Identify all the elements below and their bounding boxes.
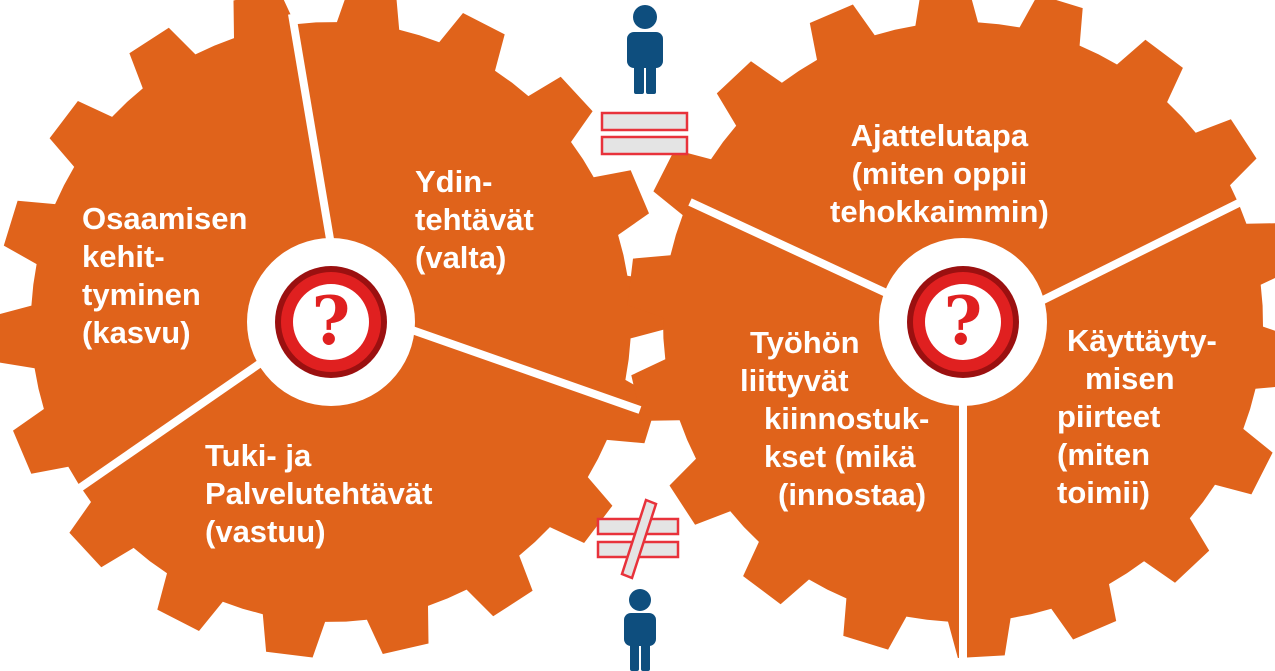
- person-icon: [627, 5, 663, 94]
- right-segment-kayttaytyminen: Käyttäyty- misen piirteet (miten toimii): [1057, 322, 1217, 512]
- right-gear-divider: [688, 198, 897, 301]
- left-gear-divider: [52, 358, 265, 509]
- segment-line: toimii): [1057, 475, 1150, 510]
- segment-line: (vastuu): [205, 514, 326, 549]
- segment-line: Osaamisen: [82, 201, 248, 236]
- right-segment-tyohon: Työhön liittyvät kiinnostuk- kset (mikä …: [740, 324, 929, 514]
- right-segment-ajattelutapa: Ajattelutapa (miten oppii tehokkaimmin): [830, 117, 1049, 231]
- segment-line: piirteet: [1057, 399, 1161, 434]
- question-mark-icon: ?: [907, 266, 1019, 378]
- left-segment-ydin: Ydin- tehtävät (valta): [415, 163, 534, 277]
- left-segment-osaamisen: Osaamisen kehit- tyminen (kasvu): [82, 200, 247, 352]
- segment-line: Tuki- ja: [205, 438, 312, 473]
- segment-line: (valta): [415, 240, 507, 275]
- segment-line: (miten oppii: [851, 156, 1028, 191]
- left-segment-tuki: Tuki- ja Palvelutehtävät (vastuu): [205, 437, 432, 551]
- segment-line: tehtävät: [415, 202, 534, 237]
- equals-sign-icon: [600, 111, 689, 156]
- svg-text:?: ?: [312, 282, 351, 360]
- segment-line: (miten: [1057, 437, 1150, 472]
- segment-line: (kasvu): [82, 315, 191, 350]
- segment-line: tehokkaimmin): [830, 194, 1049, 229]
- segment-line: tyminen: [82, 277, 201, 312]
- segment-line: kiinnostuk-: [764, 401, 930, 436]
- person-icon: [624, 589, 656, 671]
- segment-line: (innostaa): [778, 477, 927, 512]
- left-gear-divider: [410, 326, 642, 414]
- segment-line: kehit-: [82, 239, 165, 274]
- question-mark-icon: ?: [275, 266, 387, 378]
- segment-line: Ajattelutapa: [850, 118, 1029, 153]
- segment-line: Ydin-: [415, 164, 493, 199]
- segment-line: Palvelutehtävät: [205, 476, 433, 511]
- segment-line: Työhön: [750, 325, 860, 360]
- svg-text:?: ?: [944, 282, 983, 360]
- left-gear-divider: [288, 13, 335, 246]
- segment-line: liittyvät: [740, 363, 849, 398]
- segment-line: misen: [1085, 361, 1175, 396]
- right-gear-divider: [1031, 181, 1275, 309]
- not-equal-sign-icon: [596, 498, 680, 580]
- segment-line: kset (mikä: [764, 439, 916, 474]
- segment-line: Käyttäyty-: [1067, 323, 1217, 358]
